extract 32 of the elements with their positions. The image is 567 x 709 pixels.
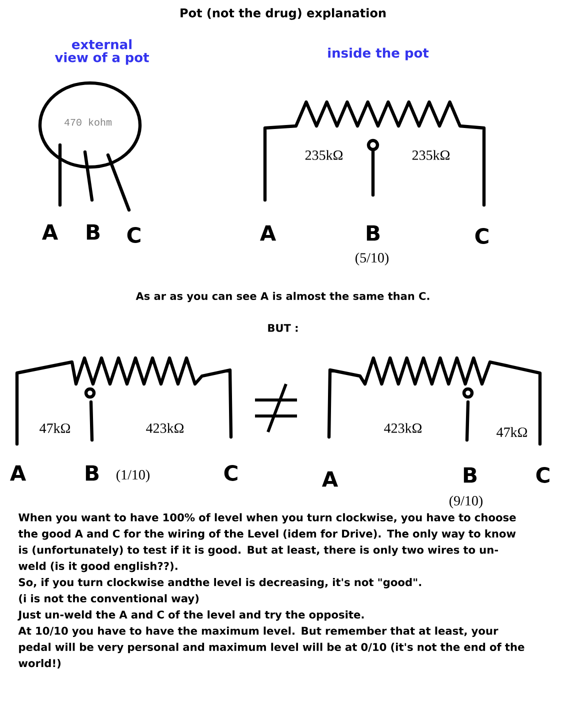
resistance-label: 235kΩ xyxy=(412,150,450,160)
heading: inside the pot xyxy=(328,48,429,60)
pin-letter: B xyxy=(86,465,99,481)
pin-letter: B xyxy=(464,467,477,483)
pin-letter: B xyxy=(366,225,380,241)
pin-letter: C xyxy=(536,467,550,483)
resistance-label: 47kΩ xyxy=(40,423,70,433)
heading: external view of a pot xyxy=(54,39,149,65)
pin-letter: C xyxy=(127,227,140,243)
resistance-label: 235kΩ xyxy=(305,150,342,160)
paragraph: When you want to have 100% of level when you turn clockwise, you have to choose the good A and C for the wiring of the Level (idem for Drive). The only way to know is (unfortunately) to test if it is good. But at least, there is only two wires to un-weld (is it good english??). xyxy=(18,513,516,572)
title: Pot (not the drug) explanation xyxy=(180,8,386,20)
position-label: (9/10) xyxy=(450,496,482,508)
pin-letter: C xyxy=(475,228,488,244)
paragraph: Just un-weld the A and C of the level and try the opposite. xyxy=(18,610,364,621)
position-label: (1/10) xyxy=(116,470,150,482)
note: As ar as you can see A is almost the same than C. xyxy=(136,292,430,302)
pin-letter: A xyxy=(322,471,338,487)
pin-letter: B xyxy=(86,224,100,240)
position-label: (5/10) xyxy=(356,252,388,266)
value-label: 470 kohm xyxy=(64,118,112,126)
pin-letter: C xyxy=(224,465,238,481)
paragraph: So, if you turn clockwise andthe level is decreasing, it's not "good". xyxy=(18,578,422,588)
paragraph: (i is not the conventional way) xyxy=(19,594,199,605)
resistance-label: 47kΩ xyxy=(496,427,527,437)
note: BUT : xyxy=(268,324,298,332)
pin-letter: A xyxy=(260,225,276,241)
resistance-label: 423kΩ xyxy=(146,423,184,433)
pin-letter: A xyxy=(10,465,26,481)
pin-letter: A xyxy=(42,224,58,240)
paragraph: At 10/10 you have to have the maximum level. But remember that at least, your pedal will be very personal and maximum level will be at 0/10 (it's not the end of the world!) xyxy=(18,626,524,668)
resistance-label: 423kΩ xyxy=(384,423,422,433)
